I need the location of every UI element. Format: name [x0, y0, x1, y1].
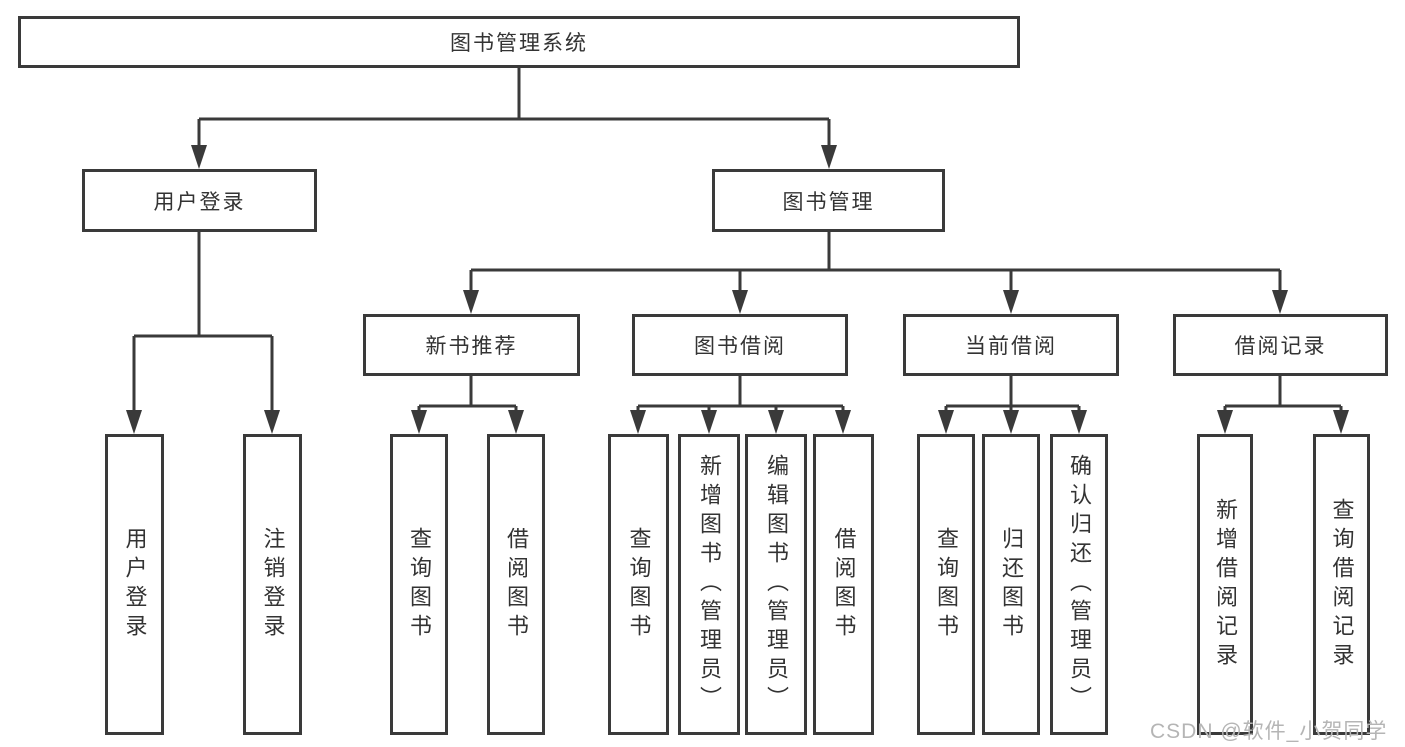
node-borrow-records: 借阅记录 [1173, 314, 1388, 376]
leaf-query-books-current-label: 查询图书 [934, 526, 959, 643]
node-library-system-label: 图书管理系统 [450, 32, 588, 55]
leaf-query-books-current: 查询图书 [917, 434, 975, 735]
connector-user-login-to-leaves [126, 232, 280, 434]
leaf-user-login: 用户登录 [105, 434, 164, 735]
connector-current-borrowing-to-leaves [938, 376, 1087, 434]
connector-root-to-level2 [191, 68, 837, 169]
leaf-borrow-books-borrowing-label: 借阅图书 [831, 526, 857, 643]
leaf-add-borrow-record-label: 新增借阅记录 [1213, 497, 1238, 672]
node-book-management: 图书管理 [712, 169, 945, 232]
leaf-query-books-borrowing: 查询图书 [608, 434, 669, 735]
watermark-text: CSDN @软件_小贺同学 [1150, 720, 1388, 743]
leaf-logout-label: 注销登录 [260, 526, 286, 643]
connector-borrow-records-to-leaves [1217, 376, 1349, 434]
connector-book-borrowing-to-leaves [630, 376, 851, 434]
leaf-user-login-label: 用户登录 [122, 526, 148, 643]
node-book-management-label: 图书管理 [782, 190, 875, 214]
node-current-borrowing-label: 当前借阅 [965, 335, 1057, 358]
node-book-borrowing: 图书借阅 [632, 314, 848, 376]
node-library-system: 图书管理系统 [18, 16, 1020, 68]
leaf-query-books-recommend: 查询图书 [390, 434, 448, 735]
leaf-edit-books-admin: 编辑图书（管理员） [745, 434, 807, 735]
node-user-login: 用户登录 [82, 169, 317, 232]
leaf-return-books-label: 归还图书 [999, 526, 1024, 643]
leaf-query-books-recommend-label: 查询图书 [407, 526, 432, 643]
leaf-borrow-books-recommend: 借阅图书 [487, 434, 545, 735]
leaf-borrow-books-recommend-label: 借阅图书 [504, 526, 529, 643]
leaf-borrow-books-borrowing: 借阅图书 [813, 434, 874, 735]
leaf-add-books-admin: 新增图书（管理员） [678, 434, 740, 735]
leaf-edit-books-admin-label: 编辑图书（管理员） [764, 454, 789, 715]
leaf-add-books-admin-label: 新增图书（管理员） [697, 454, 722, 715]
leaf-confirm-return-admin: 确认归还（管理员） [1050, 434, 1108, 735]
leaf-return-books: 归还图书 [982, 434, 1040, 735]
node-current-borrowing: 当前借阅 [903, 314, 1119, 376]
node-new-book-recommendation-label: 新书推荐 [425, 335, 518, 358]
connector-new-book-to-leaves [411, 376, 524, 434]
leaf-confirm-return-admin-label: 确认归还（管理员） [1067, 454, 1092, 715]
connector-book-management-to-level3 [463, 232, 1288, 314]
node-book-borrowing-label: 图书借阅 [694, 335, 786, 358]
node-new-book-recommendation: 新书推荐 [363, 314, 580, 376]
node-user-login-label: 用户登录 [153, 190, 246, 214]
leaf-query-borrow-record: 查询借阅记录 [1313, 434, 1370, 735]
leaf-query-borrow-record-label: 查询借阅记录 [1329, 497, 1355, 672]
node-borrow-records-label: 借阅记录 [1234, 335, 1327, 358]
leaf-logout: 注销登录 [243, 434, 302, 735]
leaf-add-borrow-record: 新增借阅记录 [1197, 434, 1253, 735]
leaf-query-books-borrowing-label: 查询图书 [626, 526, 652, 643]
